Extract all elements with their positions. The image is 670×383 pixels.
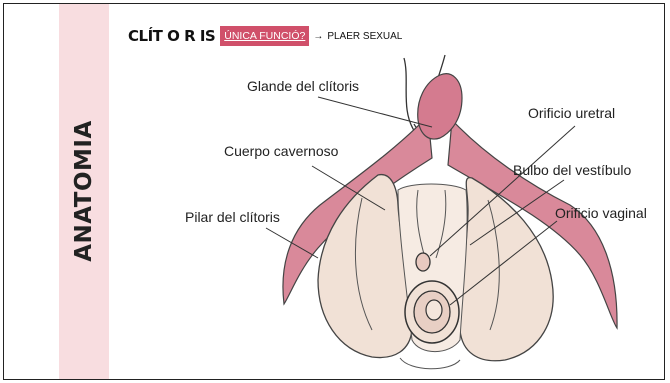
label-pilar: Pilar del clítoris	[185, 209, 280, 225]
lower-detail	[400, 358, 460, 369]
urethral-opening	[416, 253, 430, 271]
label-cuerpo: Cuerpo cavernoso	[224, 143, 339, 159]
label-bulbo: Bulbo del vestíbulo	[513, 162, 632, 178]
label-orificio-vaginal: Orificio vaginal	[555, 205, 647, 221]
vaginal-opening	[405, 281, 459, 343]
label-glande: Glande del clítoris	[247, 78, 359, 94]
label-orificio-uretral: Orificio uretral	[528, 105, 615, 121]
